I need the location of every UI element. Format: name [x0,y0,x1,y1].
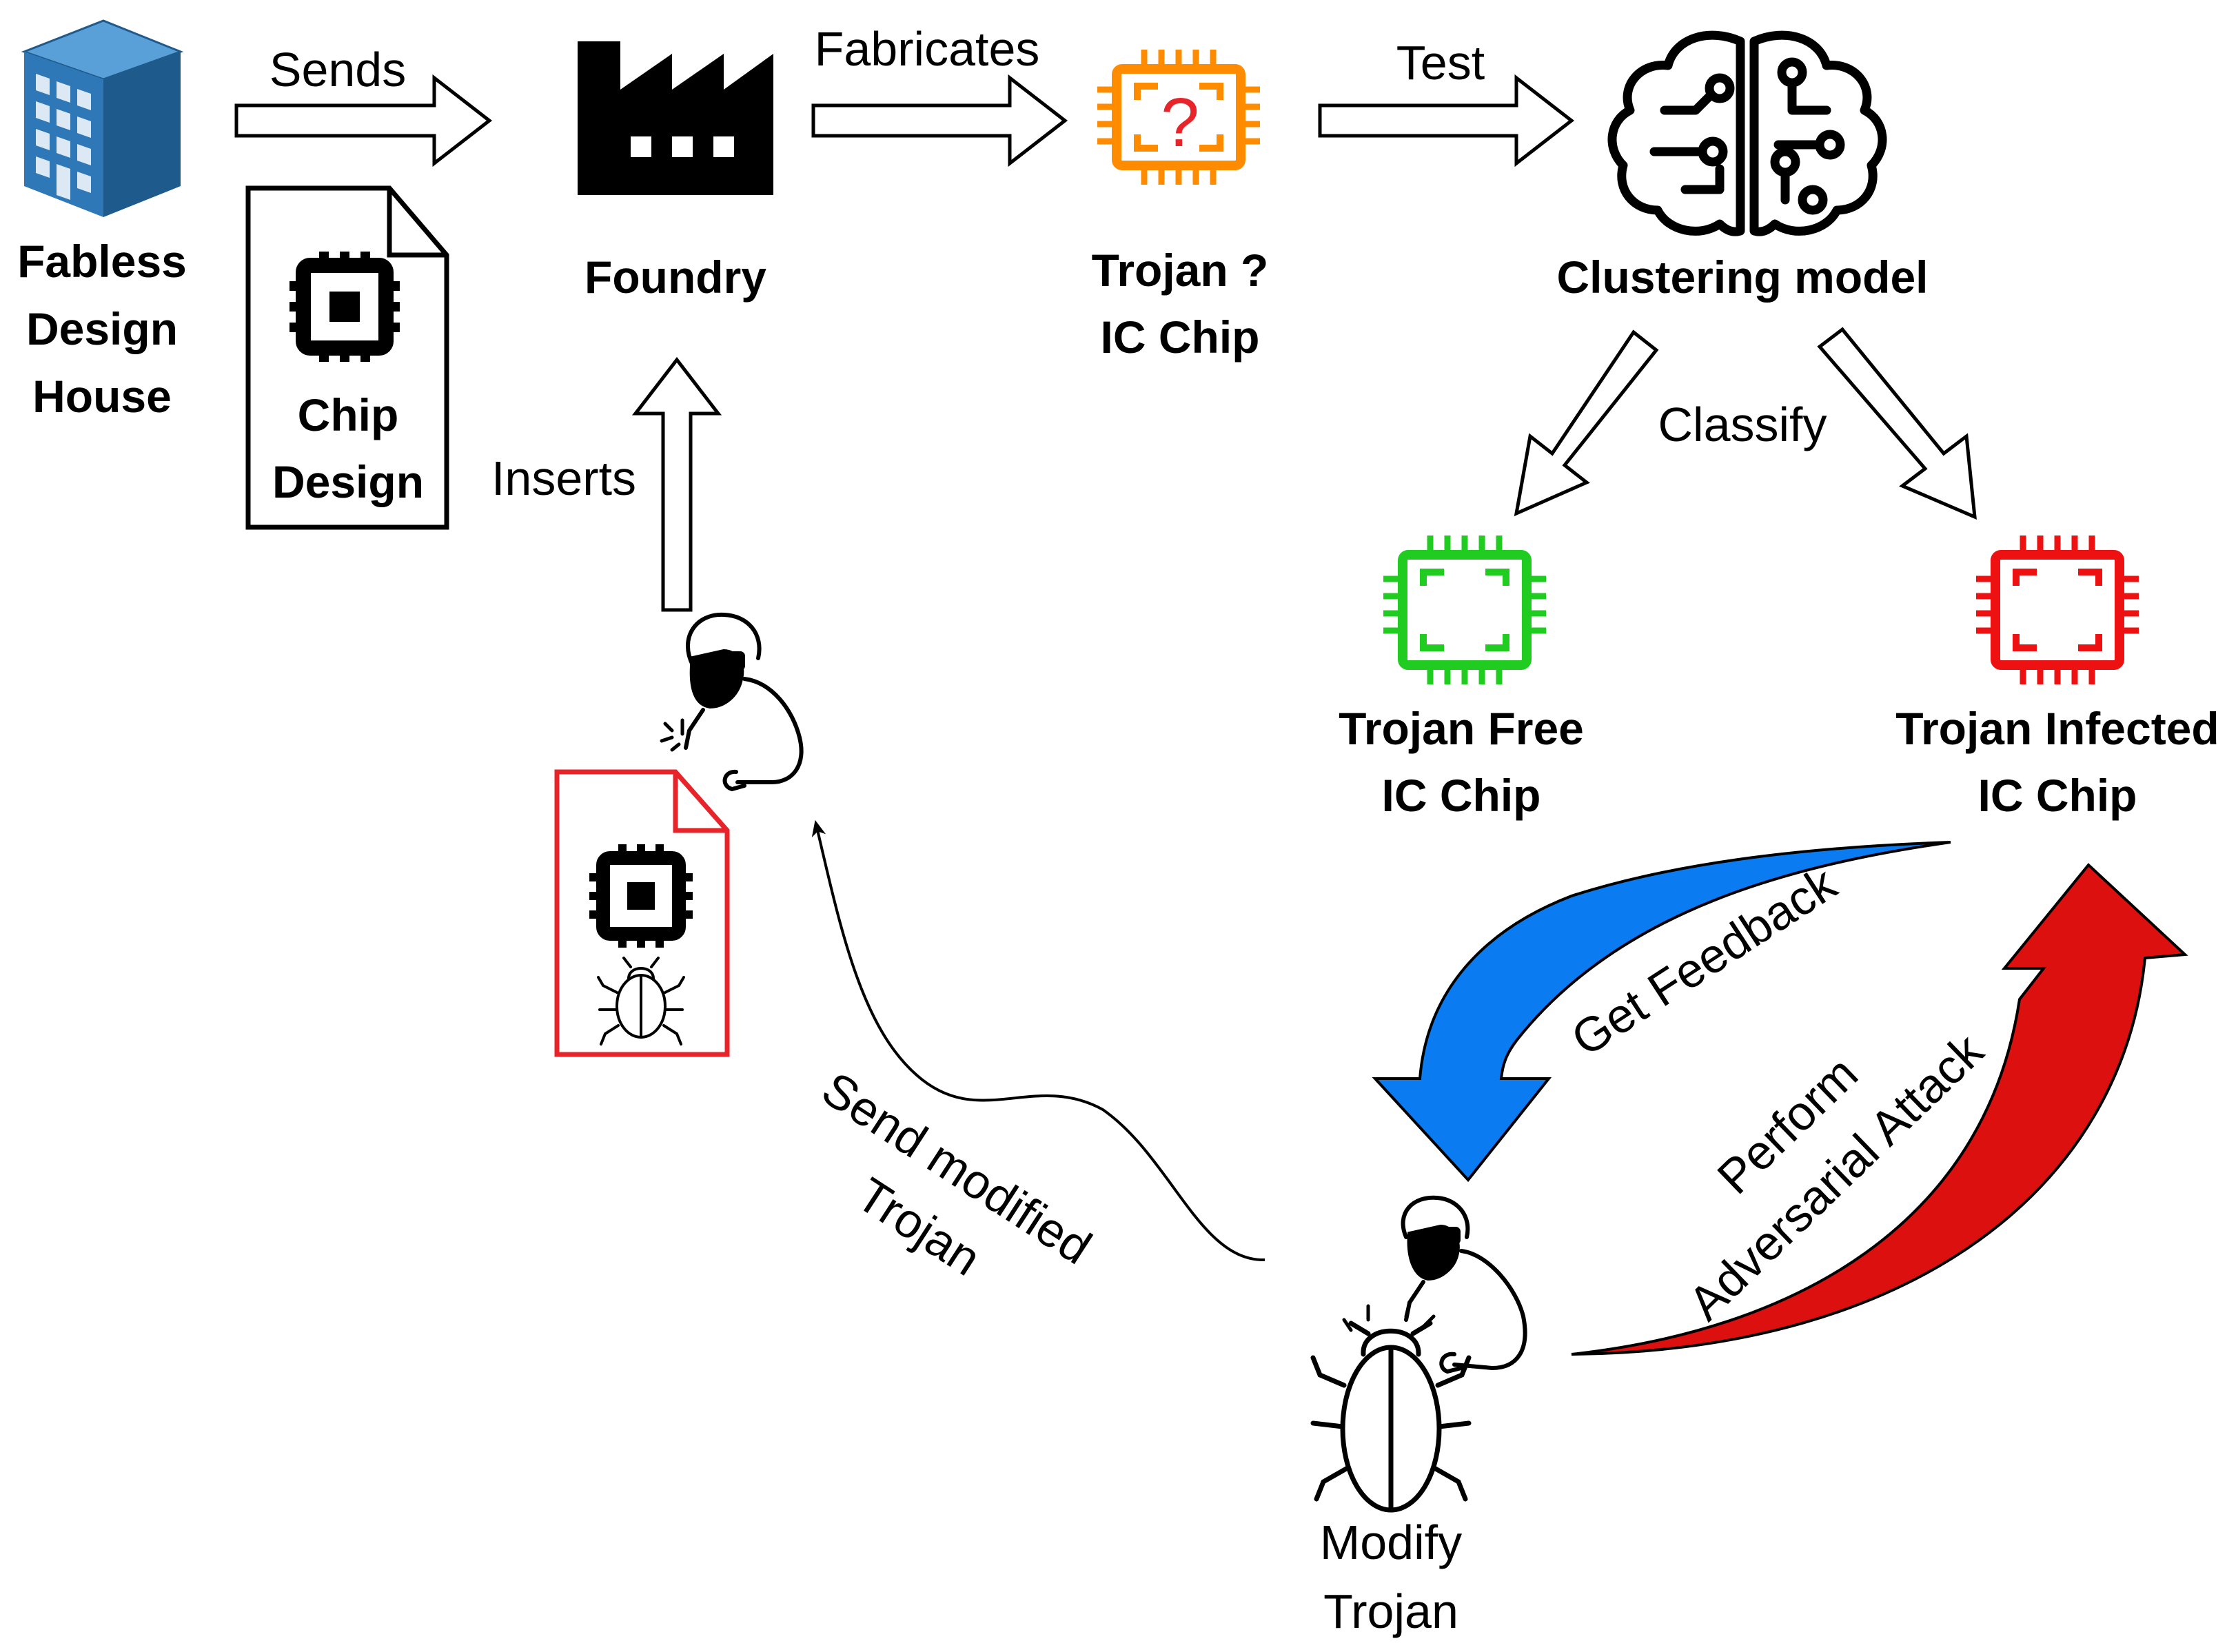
building-icon [21,19,184,217]
svg-text:?: ? [1161,84,1199,161]
classify-arrow-left [1514,329,1659,517]
fabricates-arrow [811,74,1068,167]
modify-trojan-label-1: Modify [1320,1516,1462,1569]
chip-icon [1383,536,1546,684]
chip-icon [1976,536,2139,684]
inserts-arrow [631,356,722,612]
foundry-label: Foundry [584,252,766,303]
fabless-label-1: Fabless [17,236,187,287]
trojan-free-label-2: IC Chip [1382,770,1541,821]
document-chip-icon [245,185,449,530]
clustering-label: Clustering model [1556,252,1928,303]
trojan-infected-label-2: IC Chip [1978,770,2137,821]
bug-icon [597,957,685,1046]
get-feedback-arrow [1372,841,1951,1183]
hacker-icon [660,612,804,792]
infected-document-icon [554,769,730,1057]
classify-label: Classify [1658,398,1827,451]
sends-label: Sends [270,43,406,96]
fabless-label-3: House [32,371,172,422]
chip-design-label-2: Design [272,456,424,507]
send-modified-arrow [811,819,1265,1262]
modify-trojan-label-2: Trojan [1323,1584,1458,1638]
test-arrow [1318,74,1575,167]
factory-icon [578,41,773,195]
trojan-free-label-1: Trojan Free [1339,703,1584,754]
adversarial-attack-arrow [1571,863,2188,1356]
fabless-label-2: Design [26,303,178,354]
classify-arrow-right [1817,327,1977,520]
hacker-icon [1401,1195,1527,1374]
trojan-chip-label-1: Trojan ? [1092,245,1269,296]
bug-icon [1310,1301,1472,1513]
chip-design-label-1: Chip [298,389,399,440]
trojan-chip-label-2: IC Chip [1101,312,1260,363]
trojan-infected-label-1: Trojan Infected [1895,703,2219,754]
fabricates-label: Fabricates [815,22,1040,76]
inserts-label: Inserts [491,451,636,505]
test-label: Test [1396,36,1485,90]
chip-icon: ? [1097,50,1260,185]
brain-circuit-icon [1607,30,1887,236]
sends-arrow [234,74,493,167]
